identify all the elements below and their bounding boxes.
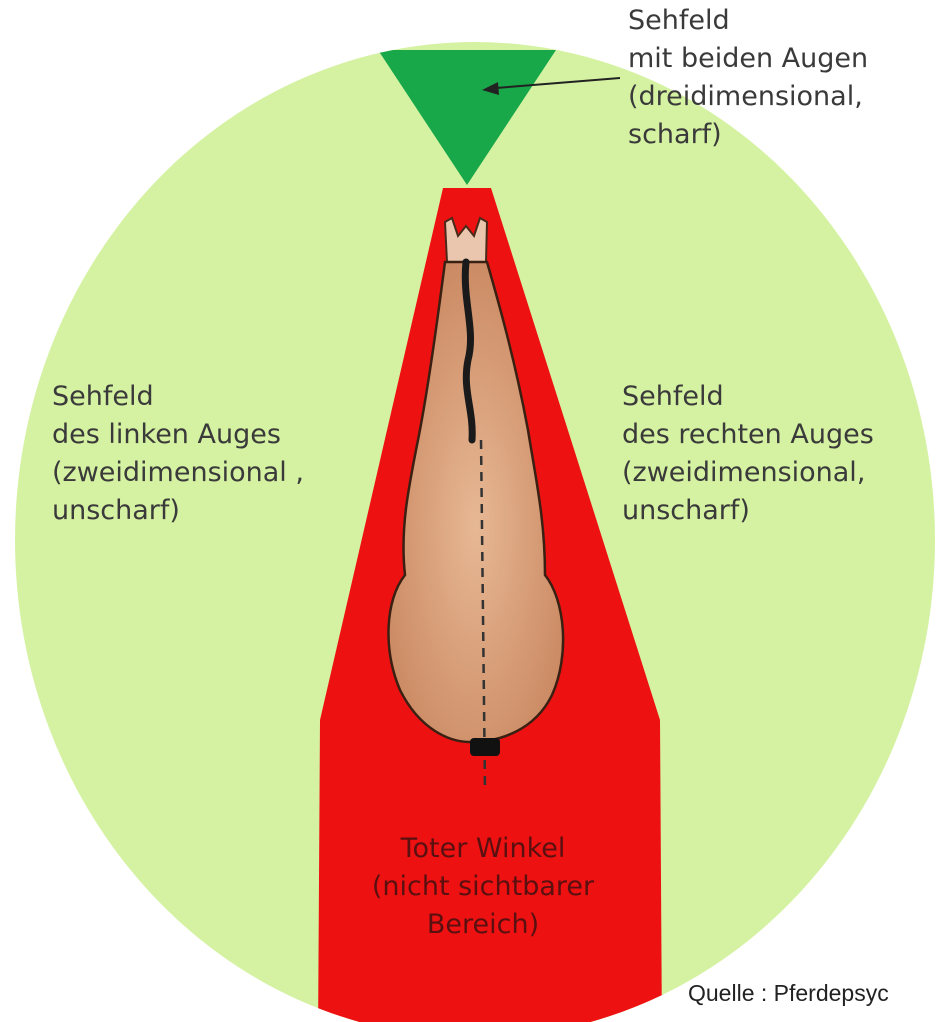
left-eye-field-label: Sehfeld des linken Auges (zweidimensiona… — [52, 378, 304, 530]
right-eye-field-label: Sehfeld des rechten Auges (zweidimension… — [622, 378, 874, 530]
source-credit: Quelle : Pferdepsyc — [688, 980, 889, 1007]
blind-spot-label: Toter Winkel (nicht sichtbarer Bereich) — [318, 830, 648, 944]
binocular-field-label: Sehfeld mit beiden Augen (dreidimensiona… — [628, 2, 868, 154]
